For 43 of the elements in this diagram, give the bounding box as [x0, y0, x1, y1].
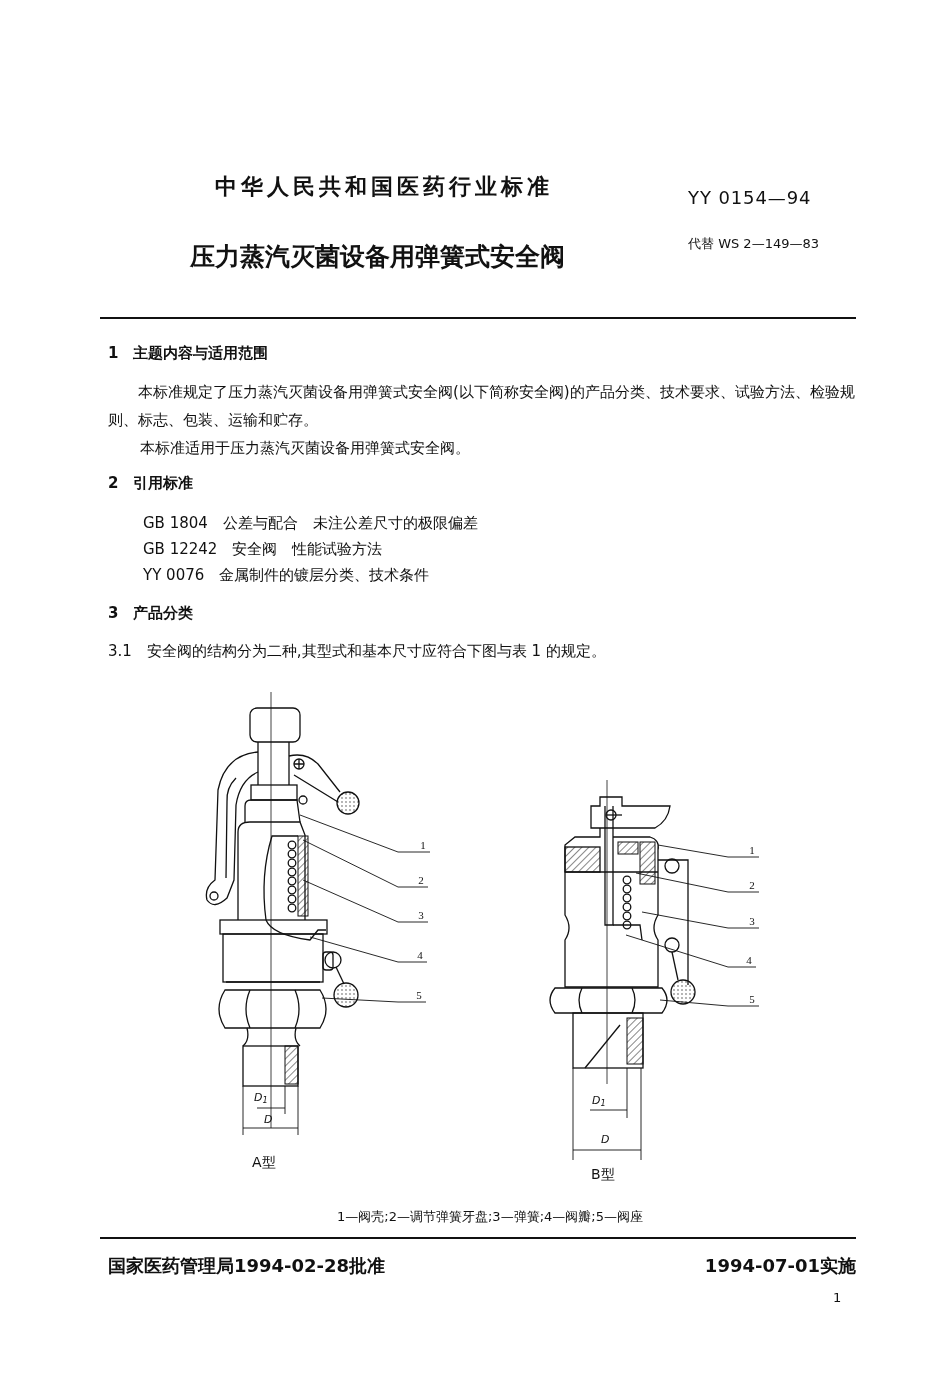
callout-number: 2	[745, 878, 759, 892]
reference-standard: GB 1804 公差与配合 未注公差尺寸的极限偏差	[143, 513, 479, 534]
leader-line	[321, 997, 427, 1003]
callout-number: 2	[414, 873, 428, 887]
leader-line	[641, 911, 760, 929]
section-heading: 1 主题内容与适用范围	[108, 343, 270, 364]
leader-line	[635, 872, 760, 893]
document-title: 压力蒸汽灭菌设备用弹簧式安全阀	[190, 241, 566, 273]
implementation-date: 1994-07-01实施	[703, 1254, 856, 1278]
callout-number: 5	[745, 992, 759, 1006]
reference-standard: GB 12242 安全阀 性能试验方法	[143, 539, 384, 560]
callout-number: 3	[745, 914, 759, 928]
callout-number: 5	[412, 988, 426, 1002]
section-heading: 3 产品分类	[108, 603, 195, 624]
dimension-label: D	[601, 1132, 610, 1148]
leader-line	[625, 934, 757, 968]
paragraph: 本标准适用于压力蒸汽灭菌设备用弹簧式安全阀。	[140, 438, 471, 459]
leader-line	[299, 814, 431, 853]
figure-label: A型	[252, 1153, 276, 1172]
dimension-label: D$_{1}$	[254, 1090, 268, 1107]
callout-number: 4	[413, 948, 427, 962]
paragraph: 本标准规定了压力蒸汽灭菌设备用弹簧式安全阀(以下简称安全阀)的产品分类、技术要求、试验方法、检验规则、标志、包装、运输和贮存。	[108, 382, 856, 431]
leader-line	[302, 839, 429, 888]
figure-caption: 1—阀壳;2—调节弹簧牙盘;3—弹簧;4—阀瓣;5—阀座	[336, 1208, 644, 1226]
reference-standard: YY 0076 金属制件的镀层分类、技术条件	[143, 565, 431, 586]
clause-text: 3.1 安全阀的结构分为二种,其型式和基本尺寸应符合下图与表 1 的规定。	[108, 641, 607, 662]
standard-category: 中华人民共和国医药行业标准	[215, 173, 554, 201]
approval-date: 国家医药管理局1994-02-28批准	[108, 1254, 387, 1278]
leader-line	[309, 936, 428, 963]
page-number: 1	[833, 1289, 842, 1307]
callout-number: 3	[414, 908, 428, 922]
callout-number: 1	[416, 838, 430, 852]
section-heading: 2 引用标准	[108, 473, 195, 494]
callout-number: 4	[742, 953, 756, 967]
leader-line	[302, 879, 429, 923]
callout-number: 1	[745, 843, 759, 857]
figure-label: B型	[591, 1165, 615, 1184]
standard-number: YY 0154—94	[688, 186, 813, 210]
leader-line	[659, 999, 760, 1007]
dimension-label: D	[264, 1112, 273, 1128]
leader-line	[657, 844, 760, 858]
replaces-note: 代替 WS 2—149—83	[688, 235, 820, 253]
dimension-label: D$_{1}$	[592, 1093, 606, 1110]
